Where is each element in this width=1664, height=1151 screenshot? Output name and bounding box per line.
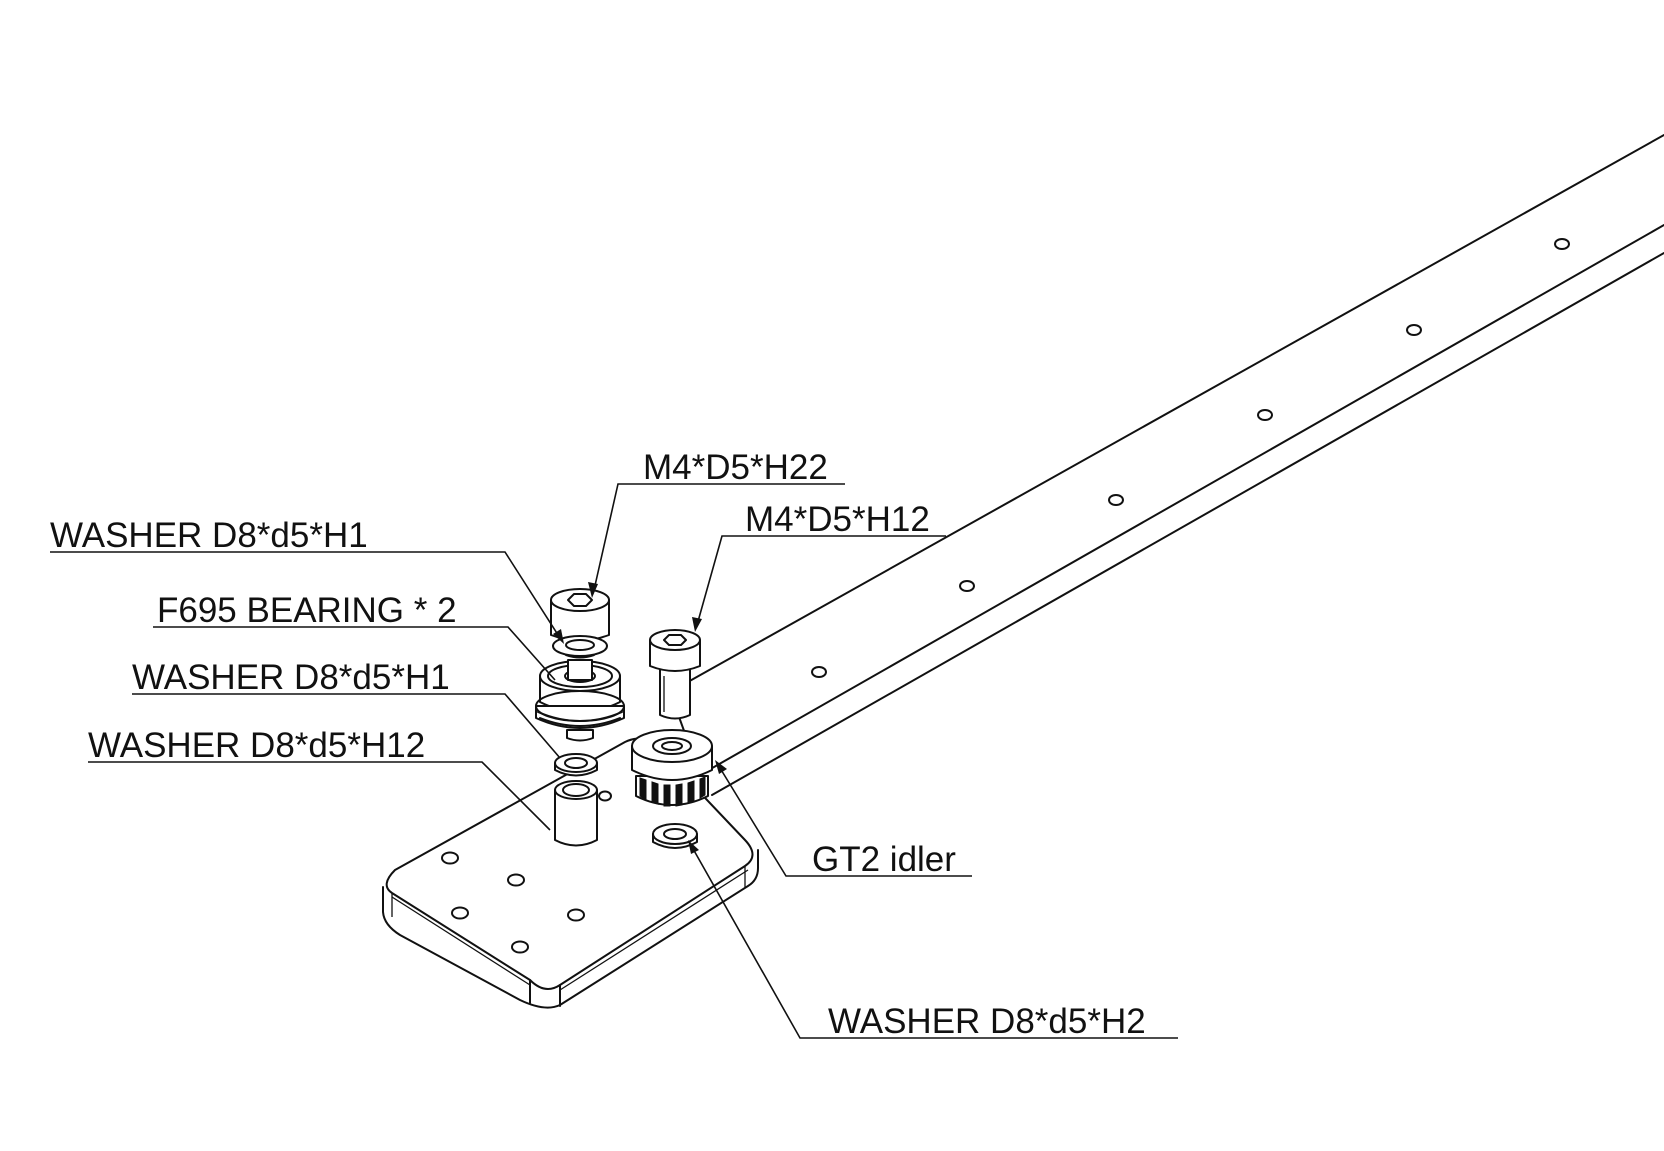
label-m4-h22: M4*D5*H22 xyxy=(643,448,828,487)
leader-lines xyxy=(50,483,1178,1039)
gt2-idler xyxy=(631,729,713,807)
plate-holes xyxy=(441,790,612,954)
labels: M4*D5*H22 WASHER D8*d5*H1 M4*D5*H12 F695… xyxy=(50,448,1146,1041)
label-gt2-idler: GT2 idler xyxy=(812,840,956,879)
washer-mid xyxy=(554,753,598,777)
spacer-h12 xyxy=(554,780,598,847)
screw-m4-h12 xyxy=(649,629,701,720)
label-washer-h2: WASHER D8*d5*H2 xyxy=(828,1002,1146,1041)
label-washer-top: WASHER D8*d5*H1 xyxy=(50,516,368,555)
label-washer-h12: WASHER D8*d5*H12 xyxy=(88,726,425,765)
washer-h2 xyxy=(652,823,698,849)
rail-holes xyxy=(811,238,1570,678)
rail-extrusion xyxy=(669,134,1664,796)
bearing-f695 xyxy=(535,659,625,742)
washer-top xyxy=(552,635,608,657)
label-bearing: F695 BEARING * 2 xyxy=(157,591,457,630)
label-washer-mid: WASHER D8*d5*H1 xyxy=(132,658,450,697)
label-m4-h12: M4*D5*H12 xyxy=(745,500,930,539)
